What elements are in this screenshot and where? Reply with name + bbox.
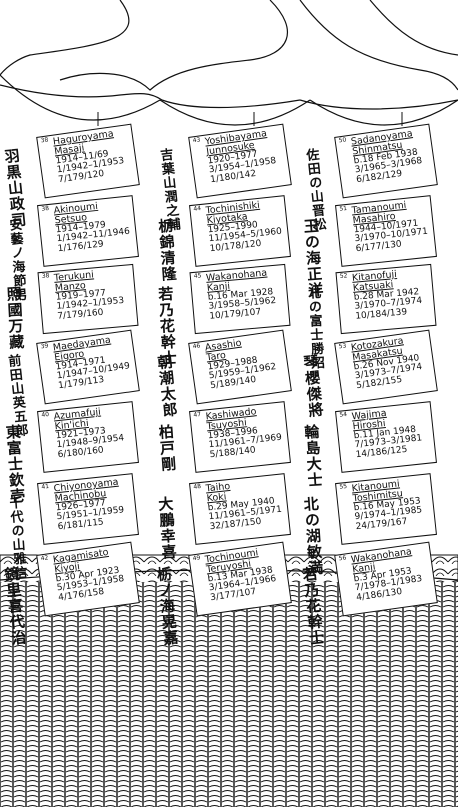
yokozuna-number: 40: [41, 410, 50, 419]
yokozuna-number: 43: [192, 136, 201, 145]
yokozuna-number: 56: [338, 554, 347, 563]
yokozuna-number: 49: [192, 554, 201, 563]
dohyo-rope-body: [0, 582, 458, 807]
yokozuna-number: 46: [192, 342, 201, 351]
kanji-name: 照國万藏: [4, 285, 26, 351]
yokozuna-number: 39: [40, 342, 49, 351]
hanging-strings: [97, 112, 403, 126]
yokozuna-number: 53: [338, 342, 347, 351]
yokozuna-number: 45: [193, 272, 202, 280]
yokozuna-number: 50: [338, 136, 347, 145]
yokozuna-number: 44: [193, 204, 202, 213]
kanji-name: 柏戸剛: [156, 423, 178, 473]
yokozuna-number: 48: [193, 482, 202, 491]
yokozuna-number: 38: [41, 272, 50, 280]
yokozuna-number: 38: [41, 204, 50, 213]
yokozuna-number: 38: [40, 136, 49, 145]
yokozuna-number: 54: [339, 410, 348, 419]
yokozuna-number: 52: [339, 272, 348, 280]
roof-scallops: [0, 74, 458, 126]
yokozuna-number: 42: [40, 554, 49, 563]
roof-lines: [0, 0, 458, 110]
yokozuna-number: 47: [193, 410, 202, 419]
yokozuna-number: 55: [339, 482, 348, 491]
yokozuna-number: 51: [339, 204, 348, 213]
yokozuna-number: 41: [41, 482, 50, 491]
